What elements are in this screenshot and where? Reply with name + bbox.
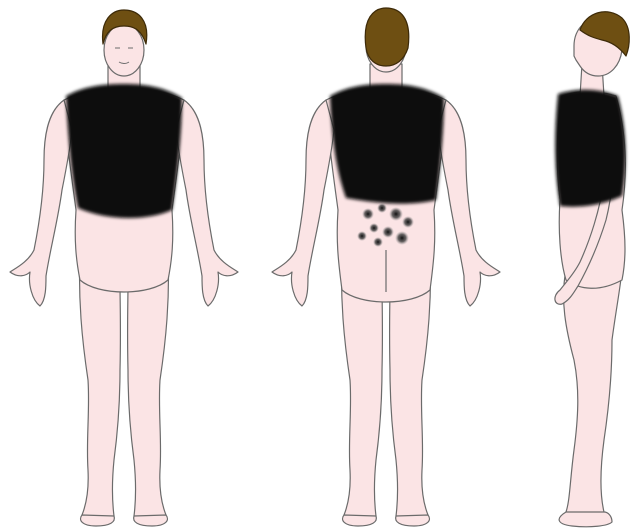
spot — [402, 216, 414, 228]
back-right-foot — [396, 515, 430, 526]
side-view — [555, 12, 629, 527]
back-view — [272, 8, 500, 526]
front-right-foot — [134, 515, 168, 526]
spot — [395, 231, 409, 245]
spot — [357, 231, 367, 241]
spot — [362, 208, 374, 220]
front-head — [104, 24, 144, 76]
spot — [389, 207, 403, 221]
spot — [369, 223, 379, 233]
back-left-foot — [343, 515, 377, 526]
back-left-arm — [272, 100, 334, 306]
side-shading — [555, 90, 625, 207]
front-shading — [66, 84, 182, 218]
front-left-arm — [10, 100, 72, 306]
front-right-arm — [176, 100, 238, 306]
spot — [377, 203, 387, 213]
spot — [373, 237, 383, 247]
front-left-foot — [81, 515, 115, 526]
back-shading — [330, 84, 444, 204]
spot — [382, 226, 394, 238]
back-hair — [365, 8, 409, 66]
side-leg — [564, 270, 622, 517]
side-foot — [559, 512, 612, 527]
back-right-arm — [438, 100, 500, 306]
front-view — [10, 10, 238, 526]
